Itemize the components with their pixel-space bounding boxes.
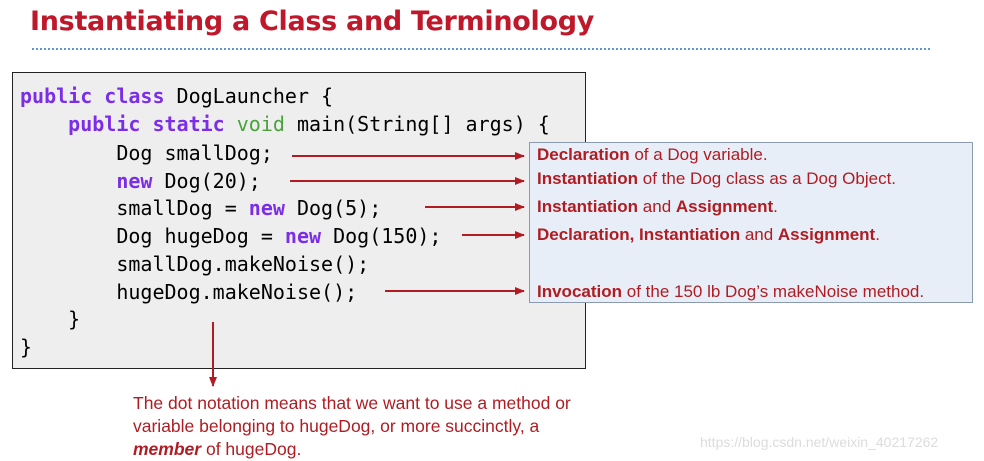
note-instantiation-assignment: Instantiation and Assignment. bbox=[537, 197, 778, 217]
code-line-main: public static void main(String[] args) { bbox=[20, 112, 550, 140]
code-text: Dog smallDog; bbox=[116, 141, 273, 165]
note-invocation: Invocation of the 150 lb Dog’s makeNoise… bbox=[537, 282, 924, 302]
note-instantiation: Instantiation of the Dog class as a Dog … bbox=[537, 169, 896, 189]
keyword-public: public bbox=[68, 112, 141, 136]
keyword-class: class bbox=[104, 84, 165, 108]
note-term: Declaration bbox=[537, 145, 630, 164]
code-line-declaration: Dog smallDog; bbox=[20, 141, 273, 169]
code-line-close-class: } bbox=[20, 335, 32, 363]
note-term: Invocation bbox=[537, 282, 623, 301]
keyword-new: new bbox=[284, 224, 322, 248]
code-line-declare-assign: Dog hugeDog = new Dog(150); bbox=[20, 224, 441, 252]
code-line-assignment: smallDog = new Dog(5); bbox=[20, 196, 381, 224]
code-line-close-method: } bbox=[20, 307, 80, 335]
explanation-text: The dot notation means that we want to u… bbox=[133, 393, 571, 436]
code-text: Dog(20); bbox=[152, 169, 261, 193]
note-term: Assignment bbox=[777, 225, 876, 244]
note-text: and bbox=[638, 197, 676, 216]
keyword-void: void bbox=[236, 112, 285, 136]
code-text: smallDog = bbox=[116, 196, 249, 220]
note-text: and bbox=[740, 225, 778, 244]
code-line-small-noise: smallDog.makeNoise(); bbox=[20, 252, 369, 280]
note-text: . bbox=[773, 197, 778, 216]
code-text: main(String[] args) { bbox=[284, 112, 550, 136]
code-text: smallDog.makeNoise(); bbox=[116, 252, 370, 276]
title-dotted-rule bbox=[32, 48, 930, 50]
note-text: of the 150 lb Dog’s makeNoise method. bbox=[622, 282, 925, 301]
note-text: of a Dog variable. bbox=[629, 145, 768, 164]
code-text: } bbox=[68, 307, 81, 331]
keyword-new: new bbox=[248, 196, 285, 220]
keyword-new: new bbox=[116, 169, 153, 193]
watermark: https://blog.csdn.net/weixin_40217262 bbox=[700, 434, 939, 450]
dot-notation-explanation: The dot notation means that we want to u… bbox=[133, 392, 593, 461]
code-line-huge-noise: hugeDog.makeNoise(); bbox=[20, 280, 357, 308]
code-line-instantiation: new Dog(20); bbox=[20, 169, 261, 197]
code-text: DogLauncher { bbox=[164, 84, 334, 108]
code-text: Dog(150); bbox=[321, 224, 442, 248]
code-line-class: public class DogLauncher { bbox=[20, 84, 333, 112]
explanation-member-term: member bbox=[133, 439, 202, 459]
keyword-static: static bbox=[152, 112, 225, 136]
note-term: Instantiation bbox=[537, 169, 639, 188]
code-text: hugeDog.makeNoise(); bbox=[116, 280, 358, 304]
note-term: Declaration, Instantiation bbox=[537, 225, 741, 244]
note-declaration: Declaration of a Dog variable. bbox=[537, 145, 768, 165]
note-term: Instantiation bbox=[537, 197, 639, 216]
explanation-text: of hugeDog. bbox=[201, 439, 302, 459]
keyword-public: public bbox=[20, 84, 93, 108]
note-declaration-instantiation-assignment: Declaration, Instantiation and Assignmen… bbox=[537, 225, 880, 245]
annotation-panel bbox=[529, 142, 973, 303]
code-text: } bbox=[20, 335, 33, 359]
code-text: Dog(5); bbox=[284, 196, 382, 220]
code-panel bbox=[12, 72, 586, 369]
note-term: Assignment bbox=[675, 197, 774, 216]
code-text: Dog hugeDog = bbox=[116, 224, 285, 248]
note-text: . bbox=[875, 225, 880, 244]
slide-title: Instantiating a Class and Terminology bbox=[30, 6, 595, 37]
note-text: of the Dog class as a Dog Object. bbox=[638, 169, 897, 188]
